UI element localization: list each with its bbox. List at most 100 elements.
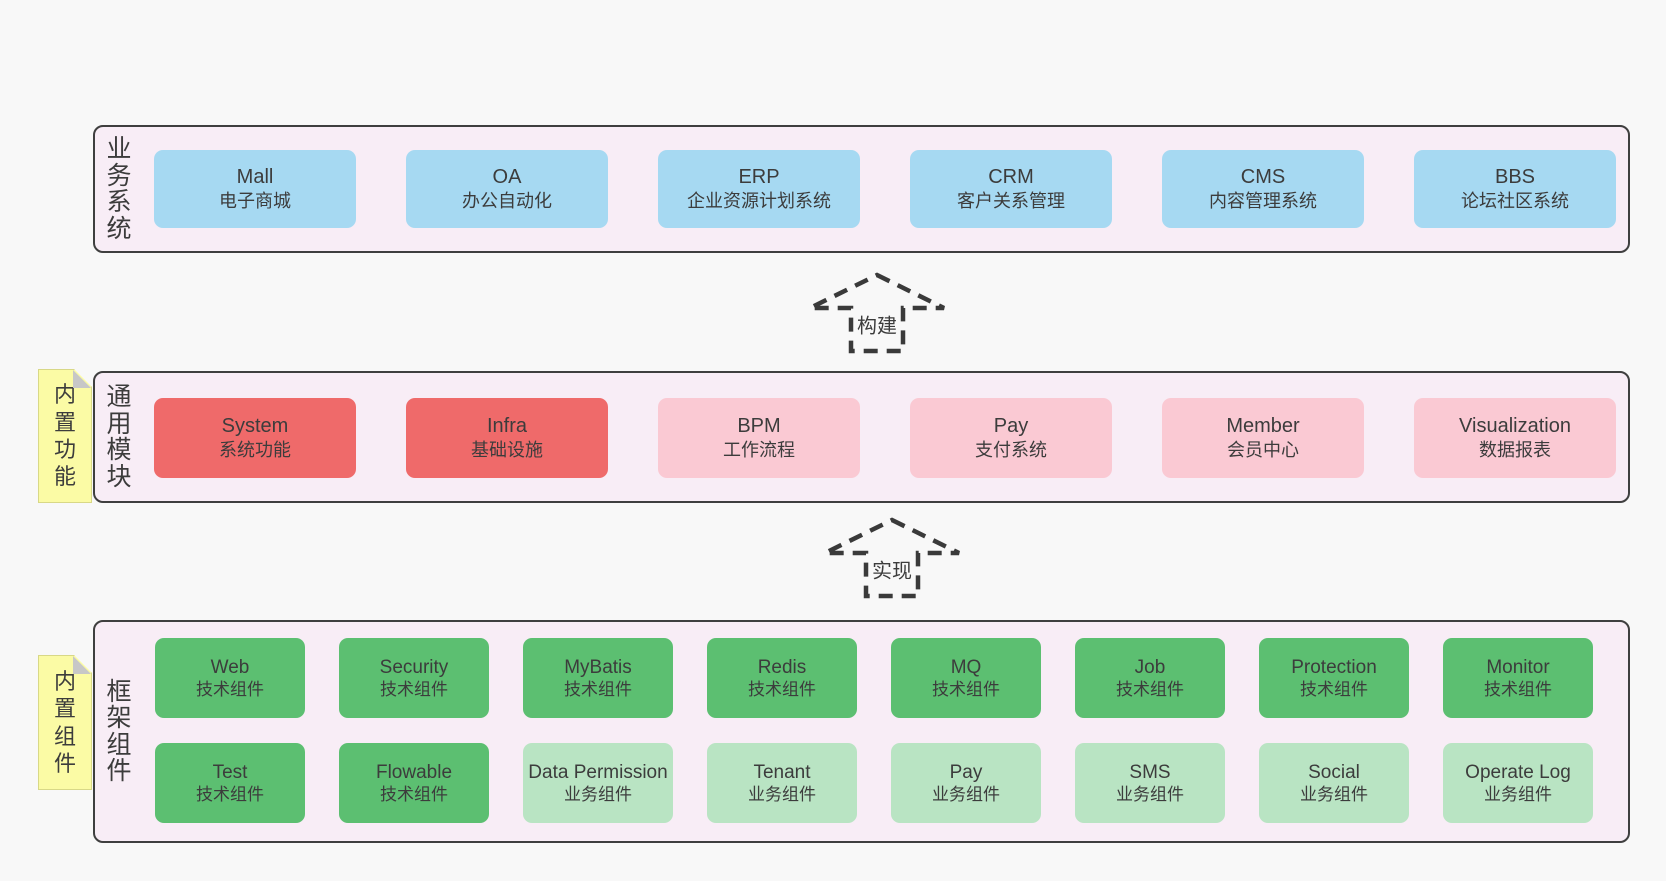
- box-subtitle: 技术组件: [380, 680, 448, 700]
- box-title: Visualization: [1459, 415, 1571, 438]
- box-subtitle: 技术组件: [564, 680, 632, 700]
- builtin-features-note-label: 内置功能: [53, 382, 76, 490]
- box-subtitle: 业务组件: [748, 785, 816, 805]
- box-subtitle: 业务组件: [932, 785, 1000, 805]
- box-subtitle: 电子商城: [219, 191, 291, 212]
- box-subtitle: 技术组件: [380, 785, 448, 805]
- box-title: Social: [1308, 761, 1360, 783]
- implement-arrow: 实现: [822, 517, 962, 599]
- component-box-social: Social 业务组件: [1259, 743, 1409, 823]
- business-box-erp: ERP 企业资源计划系统: [658, 150, 860, 228]
- layer-framework-components-label: 框架组件: [106, 677, 132, 785]
- business-box-crm: CRM 客户关系管理: [910, 150, 1112, 228]
- box-subtitle: 技术组件: [196, 680, 264, 700]
- component-box-flowable: Flowable 技术组件: [339, 743, 489, 823]
- component-box-web: Web 技术组件: [155, 638, 305, 718]
- business-box-cms: CMS 内容管理系统: [1162, 150, 1364, 228]
- box-title: Redis: [757, 656, 807, 678]
- box-subtitle: 支付系统: [975, 440, 1047, 461]
- box-subtitle: 内容管理系统: [1209, 191, 1317, 212]
- box-title: Data Permission: [528, 761, 668, 783]
- box-title: CMS: [1240, 166, 1286, 189]
- component-box-pay: Pay 业务组件: [891, 743, 1041, 823]
- box-title: Monitor: [1486, 656, 1550, 678]
- box-title: Test: [212, 761, 248, 783]
- box-title: Member: [1226, 415, 1300, 438]
- module-box-bpm: BPM 工作流程: [658, 398, 860, 478]
- component-box-redis: Redis 技术组件: [707, 638, 857, 718]
- module-box-system: System 系统功能: [154, 398, 356, 478]
- box-title: Security: [379, 656, 449, 678]
- box-title: System: [221, 415, 289, 438]
- box-subtitle: 技术组件: [1484, 680, 1552, 700]
- framework-components-row-1: Web 技术组件 Security 技术组件 MyBatis 技术组件 Redi…: [155, 638, 1593, 718]
- box-title: Pay: [949, 761, 983, 783]
- component-box-test: Test 技术组件: [155, 743, 305, 823]
- layer-common-modules-label: 通用模块: [106, 383, 132, 491]
- box-title: BPM: [737, 415, 781, 438]
- box-subtitle: 技术组件: [932, 680, 1000, 700]
- layer-business-systems-label: 业务系统: [106, 135, 132, 243]
- box-subtitle: 业务组件: [564, 785, 632, 805]
- component-box-operate-log: Operate Log 业务组件: [1443, 743, 1593, 823]
- box-subtitle: 系统功能: [219, 440, 291, 461]
- builtin-features-note: 内置功能: [38, 369, 92, 503]
- box-title: Mall: [236, 166, 274, 189]
- box-title: Tenant: [753, 761, 811, 783]
- box-subtitle: 技术组件: [1116, 680, 1184, 700]
- component-box-data-permission: Data Permission 业务组件: [523, 743, 673, 823]
- box-subtitle: 技术组件: [748, 680, 816, 700]
- component-box-job: Job 技术组件: [1075, 638, 1225, 718]
- box-subtitle: 办公自动化: [462, 191, 552, 212]
- box-title: Job: [1134, 656, 1166, 678]
- common-modules-row: System 系统功能 Infra 基础设施 BPM 工作流程 Pay 支付系统…: [154, 398, 1616, 478]
- box-title: CRM: [988, 166, 1034, 189]
- module-box-visualization: Visualization 数据报表: [1414, 398, 1616, 478]
- box-title: MyBatis: [564, 656, 632, 678]
- module-box-pay: Pay 支付系统: [910, 398, 1112, 478]
- business-box-oa: OA 办公自动化: [406, 150, 608, 228]
- box-subtitle: 企业资源计划系统: [687, 191, 831, 212]
- box-subtitle: 数据报表: [1479, 440, 1551, 461]
- box-title: SMS: [1129, 761, 1171, 783]
- builtin-components-note: 内置组件: [38, 655, 92, 790]
- box-subtitle: 客户关系管理: [957, 191, 1065, 212]
- implement-arrow-label: 实现: [869, 554, 915, 584]
- box-subtitle: 工作流程: [723, 440, 795, 461]
- box-title: OA: [492, 166, 522, 189]
- box-subtitle: 会员中心: [1227, 440, 1299, 461]
- box-subtitle: 业务组件: [1300, 785, 1368, 805]
- box-title: Operate Log: [1465, 761, 1571, 783]
- box-title: MQ: [950, 656, 982, 678]
- builtin-components-note-label: 内置组件: [53, 668, 76, 776]
- component-box-protection: Protection 技术组件: [1259, 638, 1409, 718]
- component-box-mq: MQ 技术组件: [891, 638, 1041, 718]
- box-subtitle: 业务组件: [1116, 785, 1184, 805]
- module-box-infra: Infra 基础设施: [406, 398, 608, 478]
- note-fold-corner-icon: [73, 656, 91, 674]
- module-box-member: Member 会员中心: [1162, 398, 1364, 478]
- note-fold-corner-icon: [73, 370, 91, 388]
- component-box-sms: SMS 业务组件: [1075, 743, 1225, 823]
- box-title: Protection: [1291, 656, 1377, 678]
- box-subtitle: 基础设施: [471, 440, 543, 461]
- box-title: ERP: [738, 166, 780, 189]
- box-subtitle: 技术组件: [196, 785, 264, 805]
- component-box-monitor: Monitor 技术组件: [1443, 638, 1593, 718]
- box-title: Pay: [993, 415, 1029, 438]
- box-title: Flowable: [375, 761, 453, 783]
- business-box-mall: Mall 电子商城: [154, 150, 356, 228]
- layer-business-systems: 业务系统 Mall 电子商城 OA 办公自动化 ERP 企业资源计划系统 CRM…: [93, 125, 1630, 253]
- build-arrow-label: 构建: [854, 309, 900, 339]
- box-title: Web: [210, 656, 250, 678]
- business-systems-row: Mall 电子商城 OA 办公自动化 ERP 企业资源计划系统 CRM 客户关系…: [154, 150, 1616, 228]
- layer-common-modules: 通用模块 System 系统功能 Infra 基础设施 BPM 工作流程 Pay…: [93, 371, 1630, 503]
- component-box-mybatis: MyBatis 技术组件: [523, 638, 673, 718]
- box-title: Infra: [486, 415, 528, 438]
- box-subtitle: 技术组件: [1300, 680, 1368, 700]
- box-subtitle: 业务组件: [1484, 785, 1552, 805]
- box-title: BBS: [1494, 166, 1536, 189]
- build-arrow: 构建: [807, 272, 947, 354]
- box-subtitle: 论坛社区系统: [1461, 191, 1569, 212]
